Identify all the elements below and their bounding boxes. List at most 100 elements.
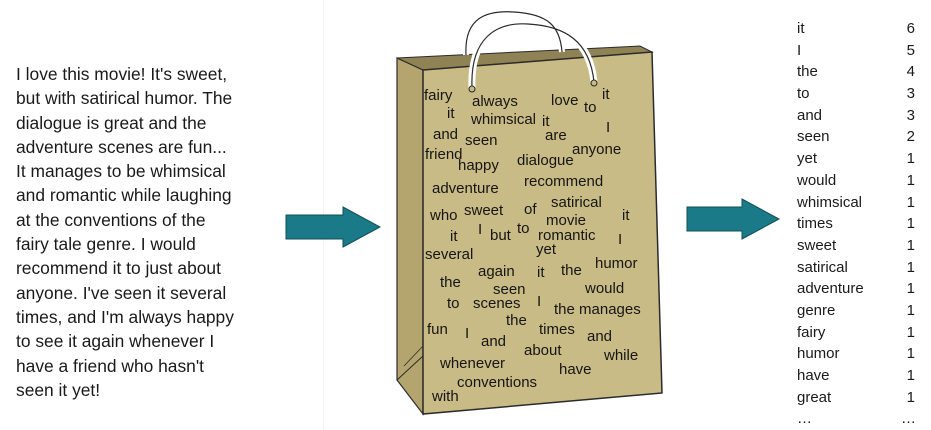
bag-word: again — [478, 263, 515, 280]
bag-word: love — [551, 92, 579, 109]
bag-word: who — [430, 207, 458, 224]
word-cell: whimsical — [797, 193, 863, 211]
bag-word: scenes — [473, 295, 521, 312]
table-row: sweet 1 — [797, 235, 915, 257]
word-cell: … — [797, 410, 812, 428]
bag-word: I — [465, 325, 470, 342]
word-cell: and — [797, 106, 823, 124]
word-cell: to — [797, 85, 810, 103]
count-cell: 2 — [906, 128, 915, 146]
bag-word: to — [447, 295, 460, 312]
bag-word: satirical — [551, 194, 602, 211]
word-cell: genre — [797, 301, 836, 319]
count-cell: 1 — [906, 345, 915, 363]
count-cell: 1 — [906, 323, 915, 341]
table-row: have 1 — [797, 365, 915, 387]
bag-word: conventions — [457, 374, 538, 391]
bag-word: anyone — [572, 141, 622, 158]
count-cell: 4 — [906, 63, 915, 81]
bag-word: always — [472, 93, 518, 110]
table-row: adventure 1 — [797, 278, 915, 300]
bag-word: dialogue — [517, 152, 574, 169]
bag-word: I — [618, 231, 623, 248]
review-line: It manages to be whimsical — [16, 161, 226, 182]
bag-word: I — [606, 119, 611, 136]
bag-word: seen — [493, 281, 526, 298]
review-line: fairy tale genre. I would — [16, 234, 196, 255]
bag-word: humor — [595, 255, 638, 272]
count-cell: 3 — [906, 85, 915, 103]
word-cell: it — [797, 20, 805, 37]
bag-word: about — [524, 342, 562, 359]
bag-word: whimsical — [471, 111, 537, 128]
word-cell: sweet — [797, 236, 837, 254]
count-cell: 1 — [906, 236, 915, 254]
review-line: have a friend who hasn't — [16, 355, 204, 376]
right-arrow-icon — [686, 198, 781, 240]
count-cell: 6 — [906, 20, 915, 37]
count-cell: 1 — [906, 367, 915, 384]
table-row: it 6 — [797, 18, 915, 40]
bag-word: are — [545, 127, 567, 144]
bag-word: the manages — [554, 301, 641, 318]
bag-word: the — [561, 262, 582, 279]
count-cell: 1 — [906, 388, 915, 406]
bag-word: the — [506, 312, 527, 329]
bag-word: of — [524, 201, 537, 218]
bag-word: yet — [536, 241, 557, 258]
bag-word: have — [559, 361, 592, 378]
bag-word: fairy — [424, 87, 453, 104]
bag-word: sweet — [464, 202, 504, 219]
bag-word: would — [585, 280, 625, 297]
count-cell: 1 — [906, 150, 915, 168]
review-line: I love this movie! It's sweet, — [16, 64, 228, 84]
count-cell: 1 — [906, 301, 915, 319]
table-row: seen 2 — [797, 126, 915, 148]
bag-word: to — [584, 99, 597, 116]
bag-word: several — [425, 246, 474, 263]
bag-word: times — [539, 321, 575, 338]
review-line: seen it yet! — [16, 379, 101, 400]
count-cell: 5 — [906, 41, 915, 59]
word-cell: humor — [797, 345, 840, 363]
bag-word: to — [517, 220, 530, 237]
table-row: whimsical 1 — [797, 192, 915, 214]
word-cell: I — [797, 41, 802, 59]
bag-word: happy — [458, 157, 499, 174]
word-cell: the — [797, 63, 818, 81]
right-arrow-icon — [285, 206, 382, 248]
word-cell: yet — [797, 150, 818, 168]
bag-word: with — [432, 388, 459, 405]
count-cell: 1 — [906, 193, 915, 211]
review-line: adventure scenes are fun... — [16, 136, 227, 157]
table-row: genre 1 — [797, 300, 915, 322]
table-row: the 4 — [797, 61, 915, 83]
review-line: anyone. I've seen it several — [16, 282, 227, 303]
bag-word: whenever — [440, 355, 506, 372]
bag-word: I — [537, 293, 542, 310]
bag-word: it — [602, 86, 610, 103]
word-cell: adventure — [797, 280, 864, 298]
word-cell: fairy — [797, 323, 826, 341]
word-cell: satirical — [797, 258, 848, 276]
count-cell: 1 — [906, 280, 915, 298]
bag-word: it — [447, 105, 455, 122]
bag-word: while — [604, 347, 639, 364]
review-line: times, and I'm always happy — [16, 306, 234, 327]
table-row: humor 1 — [797, 343, 915, 365]
bag-word: it — [450, 228, 458, 245]
bag-word: seen — [465, 132, 498, 149]
word-cell: would — [797, 171, 837, 189]
bag-word: movie — [546, 212, 587, 229]
word-cell: seen — [797, 128, 830, 146]
word-cell: have — [797, 367, 830, 384]
bag-word: fun — [427, 321, 448, 338]
table-row: to 3 — [797, 83, 915, 105]
review-line: and romantic while laughing — [16, 185, 232, 206]
